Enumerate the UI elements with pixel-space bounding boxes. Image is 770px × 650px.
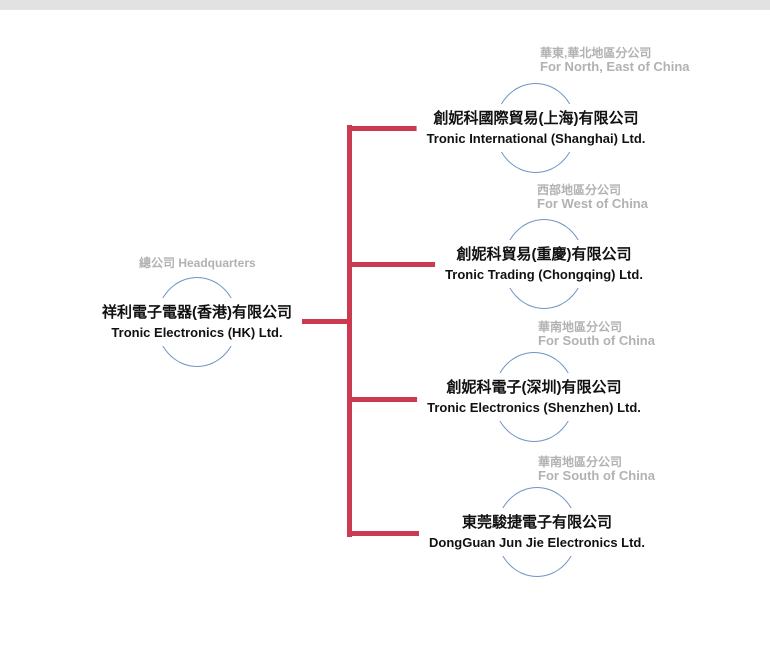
label-region-zh: 西部地區分公司 — [537, 183, 622, 197]
label-headquarters: 總公司 Headquarters — [139, 257, 256, 270]
label-region-south: 華南地區分公司 For South of China — [538, 320, 655, 348]
label-region-zh: 華南地區分公司 — [538, 320, 623, 334]
node-text: 創妮科國際貿易(上海)有限公司 Tronic International (Sh… — [416, 103, 656, 152]
connector-branch-chongqing — [347, 261, 440, 267]
node-text: 東莞駿捷電子有限公司 DongGuan Jun Jie Electronics … — [419, 508, 655, 556]
connector-branch-shenzhen — [347, 397, 440, 402]
company-name-en: Tronic Trading (Chongqing) Ltd. — [445, 267, 643, 282]
company-name-zh: 創妮科貿易(重慶)有限公司 — [456, 246, 632, 263]
org-node-dongguan: 東莞駿捷電子有限公司 DongGuan Jun Jie Electronics … — [419, 487, 655, 577]
company-name-en: Tronic Electronics (Shenzhen) Ltd. — [427, 400, 641, 415]
company-name-en: Tronic Electronics (HK) Ltd. — [111, 325, 283, 340]
label-region-en: For South of China — [538, 333, 655, 348]
label-region-en: For North, East of China — [540, 59, 690, 74]
node-text: 祥利電子電器(香港)有限公司 Tronic Electronics (HK) L… — [92, 298, 302, 346]
label-headquarters-text: 總公司 Headquarters — [139, 256, 256, 270]
label-region-west: 西部地區分公司 For West of China — [537, 183, 648, 211]
label-region-zh: 華東,華北地區分公司 — [540, 46, 652, 60]
org-chart-canvas: 總公司 Headquarters 華東,華北地區分公司 For North, E… — [0, 10, 770, 650]
label-region-zh: 華南地區分公司 — [538, 455, 623, 469]
company-name-zh: 創妮科國際貿易(上海)有限公司 — [433, 109, 639, 127]
connector-headquarters — [288, 319, 352, 324]
top-border-bar — [0, 0, 770, 10]
company-name-en: Tronic International (Shanghai) Ltd. — [426, 130, 646, 146]
node-text: 創妮科電子(深圳)有限公司 Tronic Electronics (Shenzh… — [417, 373, 651, 421]
company-name-zh: 祥利電子電器(香港)有限公司 — [102, 304, 292, 321]
company-name-zh: 東莞駿捷電子有限公司 — [461, 514, 613, 531]
label-region-en: For South of China — [538, 468, 655, 483]
org-node-shenzhen: 創妮科電子(深圳)有限公司 Tronic Electronics (Shenzh… — [417, 352, 651, 442]
connector-trunk — [347, 125, 352, 537]
label-region-north-east: 華東,華北地區分公司 For North, East of China — [540, 46, 690, 74]
label-region-south-2: 華南地區分公司 For South of China — [538, 455, 655, 483]
org-node-headquarters: 祥利電子電器(香港)有限公司 Tronic Electronics (HK) L… — [92, 277, 302, 367]
org-node-shanghai: 創妮科國際貿易(上海)有限公司 Tronic International (Sh… — [416, 82, 656, 173]
company-name-en: DongGuan Jun Jie Electronics Ltd. — [429, 535, 645, 550]
connector-branch-shanghai — [347, 125, 440, 131]
company-name-zh: 創妮科電子(深圳)有限公司 — [446, 379, 622, 396]
label-region-en: For West of China — [537, 196, 648, 211]
node-text: 創妮科貿易(重慶)有限公司 Tronic Trading (Chongqing)… — [435, 240, 653, 288]
connector-branch-dongguan — [347, 531, 440, 536]
org-node-chongqing: 創妮科貿易(重慶)有限公司 Tronic Trading (Chongqing)… — [435, 219, 653, 309]
